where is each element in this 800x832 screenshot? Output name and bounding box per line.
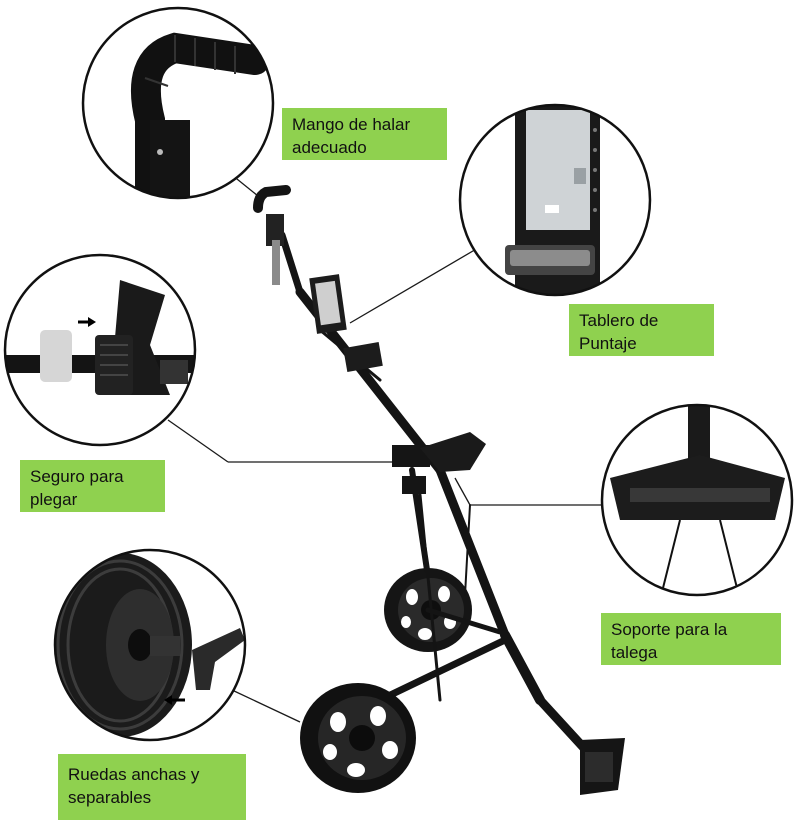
cart-upper-support [392, 432, 486, 494]
label-fold-lock-line-2: plegar [30, 490, 78, 509]
detail-handle [81, 6, 275, 200]
golf-cart [253, 185, 625, 795]
handle-grip-icon [130, 32, 270, 198]
detail-scorecard [458, 103, 652, 297]
bag-support-icon [610, 455, 785, 520]
cart-scorecard [309, 274, 383, 372]
label-fold-lock: Seguro para plegar [20, 460, 165, 512]
label-wheels-line-2: separables [68, 788, 152, 807]
leader-fold-lock [167, 419, 229, 463]
label-handle-line-2: adecuado [292, 138, 367, 157]
detail-fold-lock [3, 253, 197, 447]
leader-lines [167, 174, 602, 723]
cart-handle [253, 185, 291, 285]
label-bag-support: Soporte para la talega [601, 613, 781, 665]
cart-bottom-rest [580, 738, 625, 795]
label-handle: Mango de halar adecuado [282, 108, 447, 160]
label-fold-lock-line-1: Seguro para [30, 467, 124, 486]
label-scorecard-line-1: Tablero de [579, 311, 659, 330]
leader-bag-support [454, 477, 471, 506]
label-scorecard: Tablero de Puntaje [569, 304, 714, 356]
label-handle-line-1: Mango de halar [292, 115, 411, 134]
label-wheels-line-1: Ruedas anchas y [68, 765, 200, 784]
label-scorecard-line-2: Puntaje [579, 334, 637, 353]
leader-scorecard [349, 247, 479, 324]
leader-wheels [231, 689, 301, 723]
label-wheels: Ruedas anchas y separables [58, 754, 246, 820]
label-bag-support-line-1: Soporte para la [611, 620, 728, 639]
label-bag-support-line-2: talega [611, 643, 658, 662]
front-wheel [300, 683, 416, 793]
detail-bag-support [600, 403, 794, 597]
detail-wheels [53, 548, 247, 742]
